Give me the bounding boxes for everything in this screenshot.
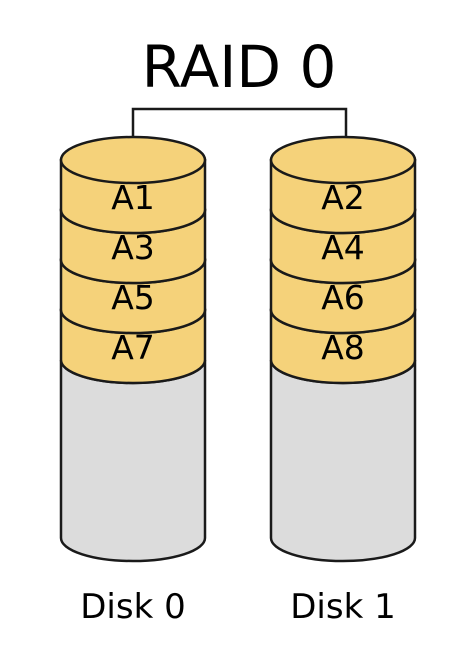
block-label: A6 (321, 278, 365, 317)
disk-empty-space (59, 359, 207, 563)
block-label: A3 (111, 228, 155, 267)
data-block-top (59, 135, 207, 185)
block-label: A7 (111, 328, 155, 367)
block-label: A4 (321, 228, 365, 267)
disk-label: Disk 0 (80, 587, 185, 627)
stripe-connector (131, 107, 348, 160)
disk-empty-space (269, 359, 417, 563)
block-label: A2 (321, 178, 365, 217)
block-label: A1 (111, 178, 155, 217)
disk-label: Disk 1 (290, 587, 395, 627)
diagram-title: RAID 0 (142, 33, 337, 101)
block-label: A5 (111, 278, 155, 317)
data-block-top (269, 135, 417, 185)
block-label: A8 (321, 328, 365, 367)
